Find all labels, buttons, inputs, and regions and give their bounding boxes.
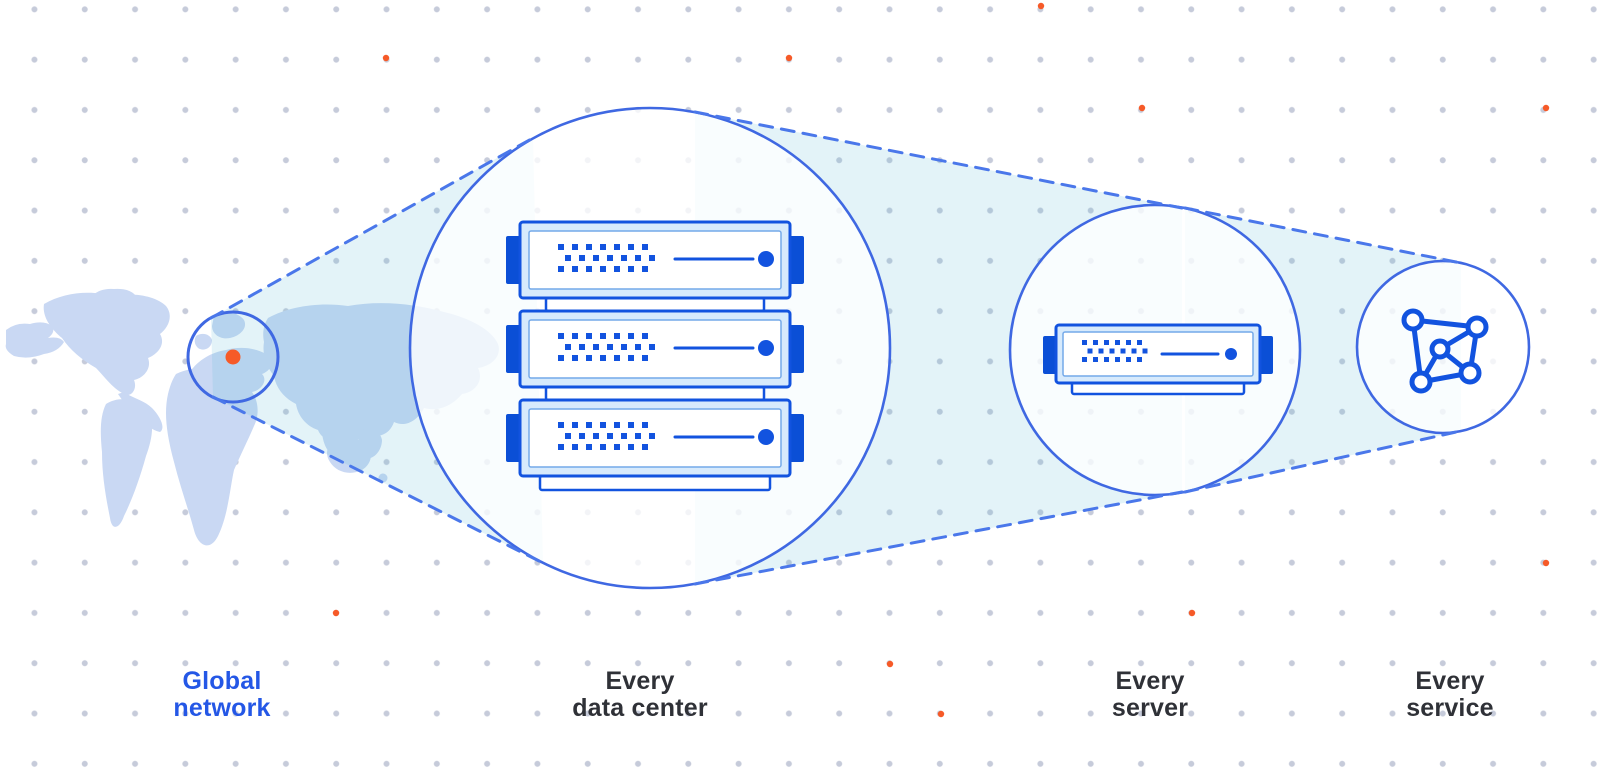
server-unit bbox=[506, 220, 804, 300]
iberia-landmass bbox=[179, 387, 200, 406]
power-dot bbox=[758, 429, 774, 445]
rack-base bbox=[538, 474, 772, 492]
server-faceplate bbox=[1062, 331, 1254, 377]
accent-dot bbox=[886, 660, 894, 668]
africa-landmass bbox=[166, 367, 258, 546]
label-every-server: Every server bbox=[1112, 668, 1188, 722]
label-line: server bbox=[1111, 694, 1189, 722]
label-line: Global bbox=[182, 667, 262, 695]
dashed-tangent-globe-bottom bbox=[211, 395, 545, 565]
network-node bbox=[1429, 338, 1451, 360]
label-every-service: Every service bbox=[1406, 668, 1494, 722]
dashed-tangent-server-top bbox=[1183, 206, 1463, 265]
network-node bbox=[1401, 308, 1425, 332]
power-dot bbox=[1225, 348, 1237, 360]
north-america-landmass bbox=[43, 292, 170, 396]
label-line: service bbox=[1406, 694, 1494, 722]
server-ear-left bbox=[506, 325, 522, 373]
power-dot bbox=[758, 251, 774, 267]
dashed-tangent-datacenter-bottom bbox=[693, 490, 1184, 586]
network-node bbox=[1458, 361, 1482, 385]
europe-landmass bbox=[190, 347, 272, 397]
label-line: Every bbox=[1415, 667, 1485, 695]
label-every-data-center: Every data center bbox=[572, 668, 708, 722]
label-line: network bbox=[173, 694, 271, 722]
server-ear-left bbox=[506, 414, 522, 462]
accent-dot bbox=[1542, 559, 1550, 567]
dashed-tangent-server-bottom bbox=[1183, 429, 1463, 494]
server-ear-right bbox=[788, 325, 804, 373]
server-ear-right bbox=[788, 414, 804, 462]
network-node bbox=[1465, 315, 1489, 339]
led-panel bbox=[1082, 340, 1148, 362]
rack-tray bbox=[544, 385, 766, 402]
accent-dot bbox=[332, 609, 340, 617]
power-dot bbox=[758, 340, 774, 356]
south-america-landmass bbox=[100, 399, 153, 527]
rack-tray bbox=[544, 296, 766, 313]
location-marker-dot bbox=[225, 349, 241, 365]
network-node bbox=[1409, 370, 1433, 394]
label-line: Every bbox=[605, 667, 675, 695]
accent-dot bbox=[1188, 609, 1196, 617]
label-line: data center bbox=[572, 694, 708, 722]
label-line: Every bbox=[1115, 667, 1185, 695]
dashed-tangent-datacenter-top bbox=[693, 110, 1184, 210]
accent-dot bbox=[785, 54, 793, 62]
server-ear-left bbox=[1043, 336, 1057, 374]
led-panel bbox=[558, 422, 655, 450]
server-ear-left bbox=[506, 236, 522, 284]
accent-dot bbox=[1037, 2, 1045, 10]
dashed-tangent-globe-top bbox=[209, 136, 535, 320]
server-ear-right bbox=[788, 236, 804, 284]
accent-dot bbox=[382, 54, 390, 62]
accent-dot bbox=[1138, 104, 1146, 112]
australia-landmass bbox=[327, 438, 371, 473]
server-unit bbox=[506, 309, 804, 389]
led-panel bbox=[558, 244, 655, 272]
server-unit-icon bbox=[1043, 323, 1273, 396]
network-edges bbox=[1410, 317, 1480, 385]
label-global-network: Global network bbox=[173, 668, 270, 722]
accent-dot bbox=[937, 710, 945, 718]
accent-dots bbox=[332, 2, 1550, 718]
accent-dot bbox=[1542, 104, 1550, 112]
alaska-landmass bbox=[5, 322, 64, 358]
server-unit bbox=[506, 398, 804, 478]
server-ear-right bbox=[1259, 336, 1273, 374]
globe-region-circle bbox=[186, 310, 280, 404]
british-isles-landmass bbox=[194, 333, 212, 350]
server-rack-stack-icon bbox=[506, 220, 804, 492]
led-panel bbox=[558, 333, 655, 361]
scandinavia-landmass bbox=[212, 312, 246, 339]
network-graph-icon bbox=[1401, 308, 1489, 394]
